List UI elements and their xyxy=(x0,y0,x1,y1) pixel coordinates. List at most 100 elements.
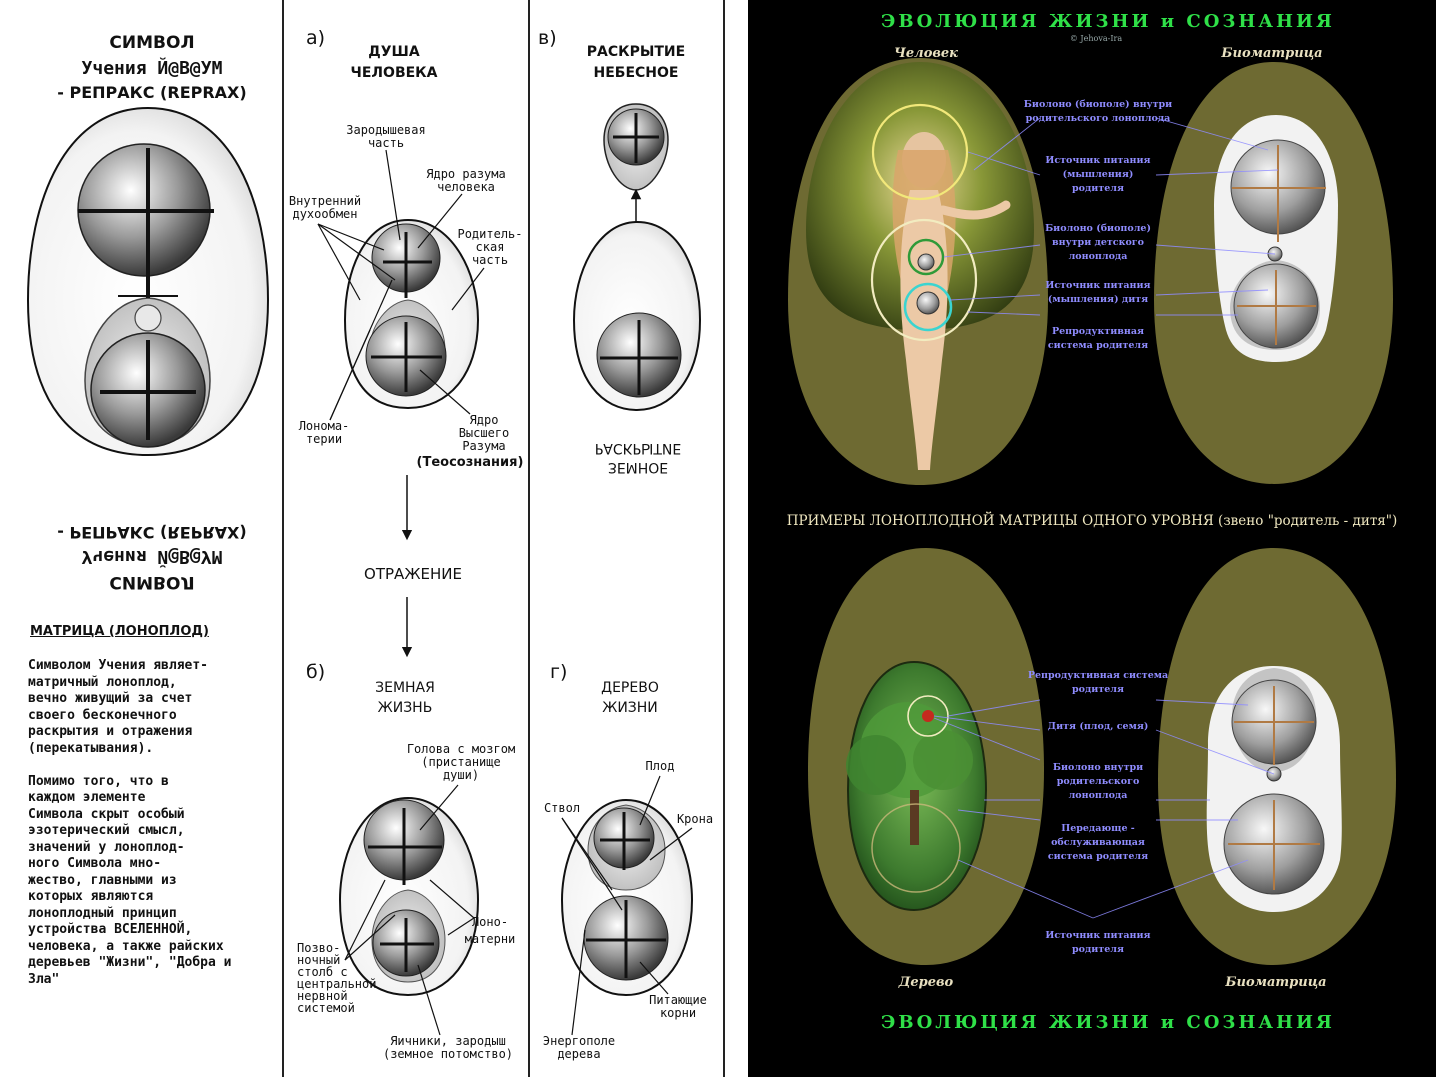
svg-text:Источник питания: Источник питания xyxy=(1045,155,1150,166)
svg-text:обслуживающая: обслуживающая xyxy=(1051,837,1145,848)
svg-text:- РЕПРАКС (REPRAX): - РЕПРАКС (REPRAX) xyxy=(57,523,246,542)
panel-a-leaders xyxy=(317,149,485,421)
bottom-notes: Репродуктивная система родителя Дитя (пл… xyxy=(1028,670,1168,955)
svg-text:Лонома-: Лонома- xyxy=(299,419,350,433)
svg-text:Внутренний: Внутренний xyxy=(289,194,361,208)
title-bottom: ЭВОЛЮЦИЯ ЖИЗНИ и СОЗНАНИЯ xyxy=(881,1012,1335,1033)
left-panel: СИМВОЛ Учения Й@В@УМ - РЕПРАКС (REPRAX) … xyxy=(26,0,725,1077)
svg-text:дерева: дерева xyxy=(557,1047,600,1061)
panel-b-egg xyxy=(338,796,480,997)
panel-g-title-1: ДЕРЕВО xyxy=(601,680,659,696)
svg-text:Питающие: Питающие xyxy=(649,993,707,1007)
svg-text:нервной: нервной xyxy=(297,989,348,1003)
panel-v-title-1: РАСКРЫТИЕ xyxy=(587,44,685,60)
svg-text:ская: ская xyxy=(476,240,505,254)
svg-text:Репродуктивная система: Репродуктивная система xyxy=(1028,670,1168,681)
panel-b-letter: б) xyxy=(306,661,325,683)
panel-v-mirrored: ЗЕМНОЕ РАСКРЫТИЕ xyxy=(595,440,681,475)
label-biomatrix-bottom: Биоматрица xyxy=(1224,975,1326,990)
svg-text:Энергополе: Энергополе xyxy=(543,1034,615,1048)
panel-b-labels: Голова с мозгом (пристанище души) Лоно- … xyxy=(297,742,515,1061)
svg-text:Крона: Крона xyxy=(677,812,713,826)
svg-text:корни: корни xyxy=(660,1006,696,1020)
middle-caption: ПРИМЕРЫ ЛОНОПЛОДНОЙ МАТРИЦЫ ОДНОГО УРОВН… xyxy=(787,512,1398,529)
panel-v-title-2: НЕБЕСНОЕ xyxy=(594,65,679,81)
svg-text:родителя: родителя xyxy=(1072,684,1124,695)
svg-text:Лоно-: Лоно- xyxy=(472,915,508,929)
panel-g-letter: г) xyxy=(550,661,567,683)
svg-text:центральной: центральной xyxy=(297,977,376,991)
svg-text:Репродуктивная: Репродуктивная xyxy=(1052,326,1144,337)
label-human: Человек xyxy=(894,46,958,61)
svg-text:родителя: родителя xyxy=(1072,183,1124,194)
panel-v-big-egg xyxy=(572,220,702,412)
svg-text:часть: часть xyxy=(472,253,508,267)
right-diagram: ЭВОЛЮЦИЯ ЖИЗНИ и СОЗНАНИЯ © Jehova-Ira Ч… xyxy=(787,11,1398,1033)
svg-text:система родителя: система родителя xyxy=(1048,851,1148,862)
head-halo xyxy=(871,103,969,201)
symbol-title-line1: СИМВОЛ xyxy=(109,33,194,53)
svg-text:(Теосознания): (Теосознания) xyxy=(417,455,524,470)
panel-b-title-1: ЗЕМНАЯ xyxy=(375,680,435,696)
biomatrix-bottom xyxy=(1158,548,1396,965)
svg-text:система родителя: система родителя xyxy=(1048,340,1148,351)
svg-text:Учения Й@В@УМ: Учения Й@В@УМ xyxy=(82,546,223,568)
svg-text:родителя: родителя xyxy=(1072,944,1124,955)
svg-text:духообмен: духообмен xyxy=(292,207,357,221)
svg-text:родительского: родительского xyxy=(1057,776,1140,787)
panel-b-leaders xyxy=(344,784,475,1036)
biomatrix-top xyxy=(1154,62,1393,484)
svg-text:часть: часть xyxy=(368,136,404,150)
panel-a-letter: а) xyxy=(306,27,325,49)
svg-text:Ядро: Ядро xyxy=(470,413,499,427)
svg-text:Дитя (плод, семя): Дитя (плод, семя) xyxy=(1048,721,1149,732)
symbol-title-line2: Учения Й@В@УМ xyxy=(82,57,223,79)
svg-text:(мышления) дитя: (мышления) дитя xyxy=(1048,294,1148,305)
svg-text:лоноплода: лоноплода xyxy=(1069,251,1128,262)
left-diagram: СИМВОЛ Учения Й@В@УМ - РЕПРАКС (REPRAX) … xyxy=(26,0,725,1077)
svg-text:Ядро разума: Ядро разума xyxy=(426,167,505,181)
panel-a-labels: Зародышевая часть Ядро разума человека В… xyxy=(289,123,524,470)
svg-text:терии: терии xyxy=(306,432,342,446)
panel-g-egg xyxy=(560,798,694,997)
svg-text:Высшего: Высшего xyxy=(459,426,510,440)
reflection-label: ОТРАЖЕНИЕ xyxy=(364,565,462,583)
panel-g-labels: Плод Ствол Крона Питающие корни Энергопо… xyxy=(543,759,713,1061)
human-egg xyxy=(788,58,1048,485)
top-notes: Биолоно (биополе) внутри родительского л… xyxy=(1024,99,1172,351)
symbol-title-line3: - РЕПРАКС (REPRAX) xyxy=(57,83,246,102)
panel-g-title-2: ЖИЗНИ xyxy=(602,700,658,716)
svg-text:Источник питания: Источник питания xyxy=(1045,280,1150,291)
svg-text:внутри детского: внутри детского xyxy=(1052,237,1144,248)
svg-text:системой: системой xyxy=(297,1001,355,1015)
label-biomatrix-top: Биоматрица xyxy=(1220,46,1322,61)
matrix-heading: МАТРИЦА (ЛОНОПЛОД) xyxy=(30,624,209,639)
svg-text:Позво-: Позво- xyxy=(297,941,340,955)
panel-v-small-egg xyxy=(603,103,669,191)
panel-a-title-2: ЧЕЛОВЕКА xyxy=(351,65,438,81)
svg-text:Источник питания: Источник питания xyxy=(1045,930,1150,941)
svg-text:Передающе -: Передающе - xyxy=(1061,823,1135,834)
copyright: © Jehova-Ira xyxy=(1070,34,1122,43)
panel-a-title-1: ДУША xyxy=(368,44,420,60)
panel-g-leaders xyxy=(561,775,693,1036)
svg-text:Голова с мозгом: Голова с мозгом xyxy=(407,742,515,756)
bottom-leaders xyxy=(933,699,1275,919)
svg-text:РАСКРЫТИЕ: РАСКРЫТИЕ xyxy=(595,440,681,456)
panel-v-letter: в) xyxy=(538,27,557,49)
svg-text:матерни: матерни xyxy=(465,932,516,946)
svg-text:(мышления): (мышления) xyxy=(1063,169,1134,180)
svg-text:лоноплода: лоноплода xyxy=(1069,790,1128,801)
svg-text:родительского лоноплода: родительского лоноплода xyxy=(1026,113,1171,124)
title-top: ЭВОЛЮЦИЯ ЖИЗНИ и СОЗНАНИЯ xyxy=(881,11,1335,32)
top-leaders xyxy=(943,117,1279,316)
svg-text:Биолоно (биополе) внутри: Биолоно (биополе) внутри xyxy=(1024,99,1172,110)
mirrored-symbol-title: СИМВОЛ Учения Й@В@УМ - РЕПРАКС (REPRAX) xyxy=(57,523,246,592)
svg-text:(земное потомство): (земное потомство) xyxy=(383,1047,513,1061)
svg-text:Разума: Разума xyxy=(462,439,505,453)
panel-b-title-2: ЖИЗНЬ xyxy=(378,700,433,716)
svg-text:души): души) xyxy=(443,768,479,782)
svg-text:Плод: Плод xyxy=(646,759,675,773)
panel-a-egg xyxy=(343,218,480,410)
svg-text:ЗЕМНОЕ: ЗЕМНОЕ xyxy=(608,459,668,475)
